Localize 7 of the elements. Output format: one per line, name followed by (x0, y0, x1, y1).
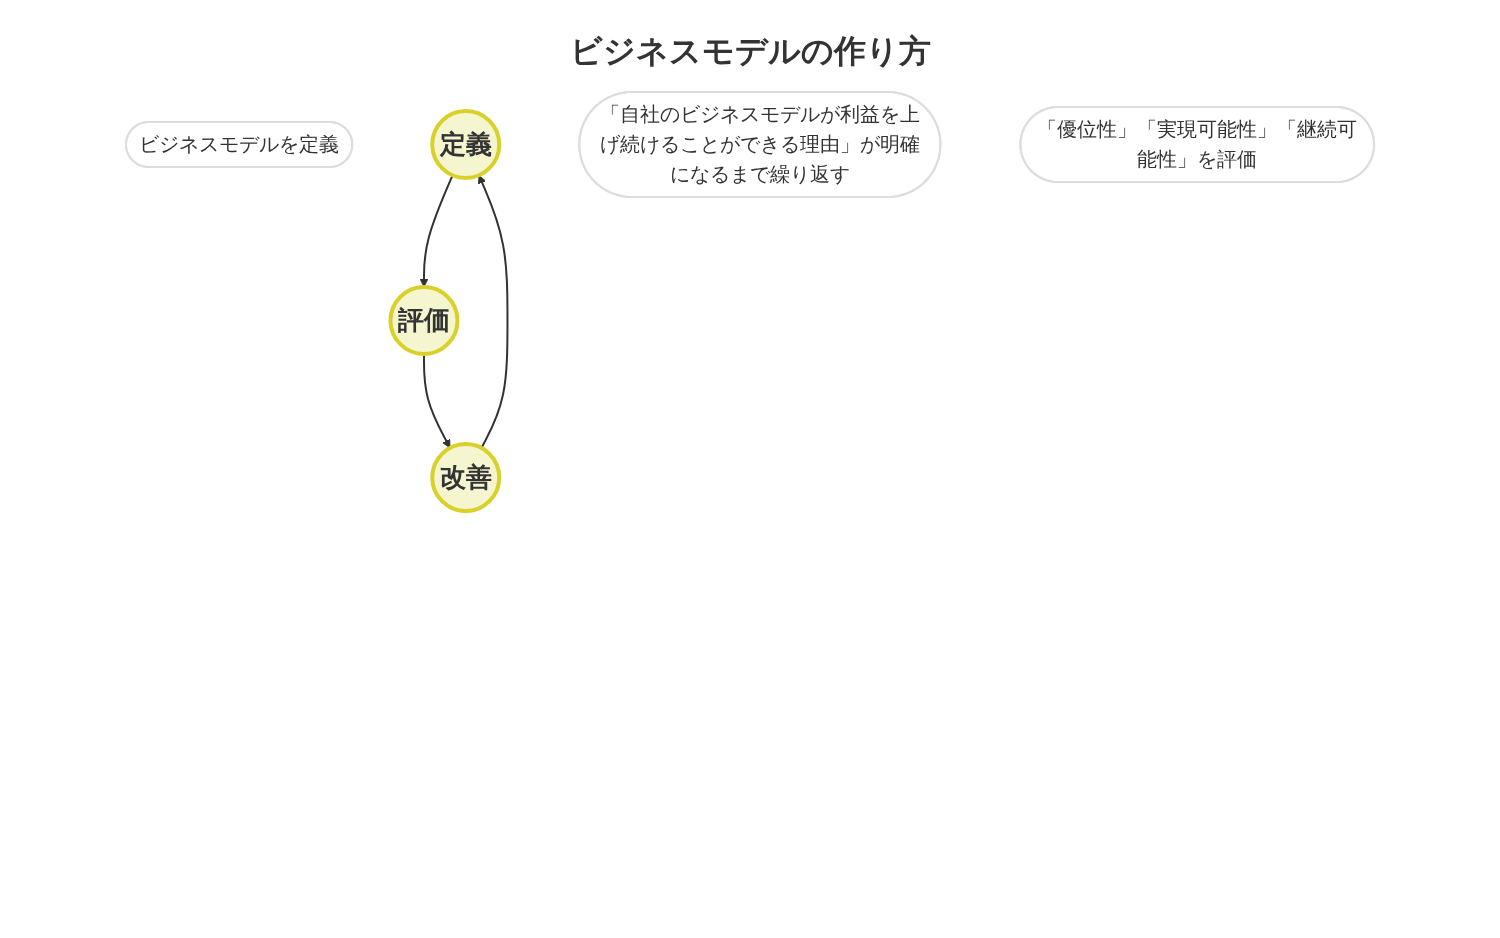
node-circle: 定義 (430, 109, 502, 180)
arrow (477, 174, 509, 449)
node-circle: 評価 (388, 285, 460, 356)
arrow (419, 174, 454, 288)
arrow (422, 353, 451, 449)
node-circle: 改善 (430, 442, 502, 513)
diagram-title: ビジネスモデルの作り方 (568, 31, 932, 72)
